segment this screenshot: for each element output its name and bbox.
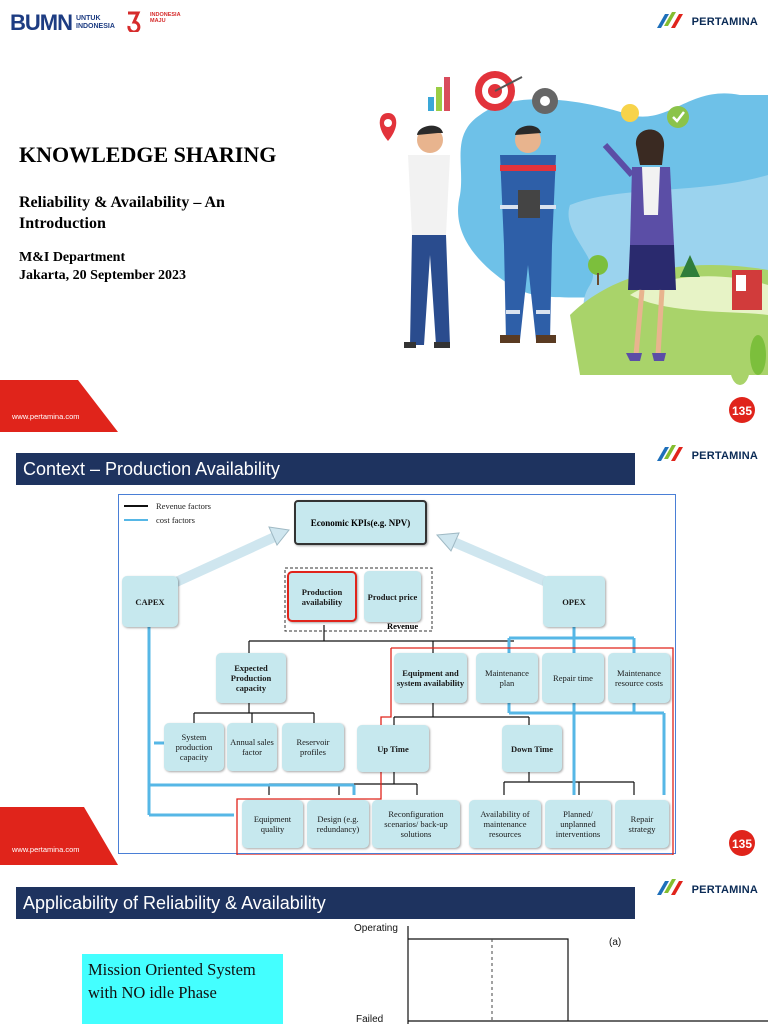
svg-text:135: 135 xyxy=(732,837,752,851)
diagram-connectors xyxy=(147,526,674,855)
node-design-redundancy: Design (e.g. redundancy) xyxy=(307,800,369,848)
bumn-logo: BUMN xyxy=(10,10,73,35)
slide-heading-banner: Applicability of Reliability & Availabil… xyxy=(16,887,635,919)
node-reservoir-profiles: Reservoir profiles xyxy=(282,723,344,771)
slide-gap xyxy=(0,432,768,437)
team-illustration xyxy=(379,71,768,385)
node-system-production-capacity: System production capacity xyxy=(164,723,224,771)
pertamina-logo-icon xyxy=(657,879,683,895)
node-economic-kpis: Economic KPIs(e.g. NPV) xyxy=(294,500,427,545)
date-location-line: Jakarta, 20 September 2023 xyxy=(19,268,186,283)
bumn-tagline: UNTUK INDONESIA xyxy=(76,15,115,30)
pertamina-logo-text: PERTAMINA xyxy=(691,16,758,28)
node-maintenance-resource-costs: Maintenance resource costs xyxy=(608,653,670,703)
node-down-time: Down Time xyxy=(502,725,562,772)
presentation-title: KNOWLEDGE SHARING xyxy=(19,142,277,167)
node-repair-strategy: Repair strategy xyxy=(615,800,669,848)
presentation-subtitle: Reliability & Availability – An Introduc… xyxy=(19,194,225,232)
slide-gap xyxy=(0,865,768,871)
legend-revenue-swatch xyxy=(124,505,148,507)
node-capex: CAPEX xyxy=(122,576,178,627)
footer-url: www.pertamina.com xyxy=(12,845,80,854)
diagram-legend: Revenue factors cost factors xyxy=(124,499,211,527)
node-maintenance-plan: Maintenance plan xyxy=(476,653,538,703)
footer-red-band xyxy=(0,380,118,432)
pertamina-logo-icon xyxy=(657,445,683,461)
node-reconfiguration-scenarios: Reconfiguration scenarios/ back-up solut… xyxy=(372,800,460,848)
presenter-info: M&I Department Jakarta, 20 September 202… xyxy=(19,249,186,285)
node-repair-time: Repair time xyxy=(542,653,604,703)
context-slide: Context – Production Availability PERTAM… xyxy=(0,437,768,865)
department-line: M&I Department xyxy=(19,250,126,265)
figure-label-a: (a) xyxy=(609,937,622,948)
node-availability-maintenance-resources: Availability of maintenance resources xyxy=(469,800,541,848)
slide-heading-banner: Context – Production Availability xyxy=(16,453,635,485)
pertamina-logo-text: PERTAMINA xyxy=(691,450,758,462)
legend-cost-label: cost factors xyxy=(156,515,195,525)
anniversary-135-badge: 135 xyxy=(729,830,755,856)
node-equipment-quality: Equipment quality xyxy=(242,800,303,848)
revenue-label: Revenue xyxy=(387,621,419,631)
node-planned-unplanned-interventions: Planned/ unplanned interventions xyxy=(545,800,611,848)
node-equipment-system-availability: Equipment and system availability xyxy=(394,653,467,703)
anniversary-135-badge: 135 xyxy=(729,397,755,423)
svg-text:135: 135 xyxy=(732,404,752,418)
production-availability-diagram: Revenue factors cost factors Economic KP… xyxy=(118,494,676,855)
footer-url: www.pertamina.com xyxy=(12,412,80,421)
node-production-availability: Production availability xyxy=(287,571,357,622)
state-label-failed: Failed xyxy=(356,1014,384,1024)
node-annual-sales-factor: Annual sales factor xyxy=(227,723,277,771)
pertamina-logo-text: PERTAMINA xyxy=(691,884,758,896)
node-up-time: Up Time xyxy=(357,725,429,772)
legend-cost-swatch xyxy=(124,519,148,521)
legend-cost: cost factors xyxy=(124,513,211,527)
state-label-operating: Operating xyxy=(354,923,398,934)
indonesia-maju-text: INDONESIA MAJU xyxy=(150,12,181,24)
footer-red-band xyxy=(0,807,118,865)
mission-oriented-callout: Mission Oriented System with NO idle Pha… xyxy=(82,954,283,1024)
operating-state-plot xyxy=(407,926,768,1024)
applicability-slide: Applicability of Reliability & Availabil… xyxy=(0,871,768,1024)
node-expected-production-capacity: Expected Production capacity xyxy=(216,653,286,703)
indonesia-maju-logo xyxy=(127,11,141,32)
pertamina-logo-icon xyxy=(657,12,683,28)
node-product-price: Product price xyxy=(364,571,421,622)
node-opex: OPEX xyxy=(543,576,605,627)
legend-revenue-label: Revenue factors xyxy=(156,501,211,511)
legend-revenue: Revenue factors xyxy=(124,499,211,513)
title-slide: BUMN UNTUK INDONESIA INDONESIA MAJU PERT… xyxy=(0,0,768,432)
